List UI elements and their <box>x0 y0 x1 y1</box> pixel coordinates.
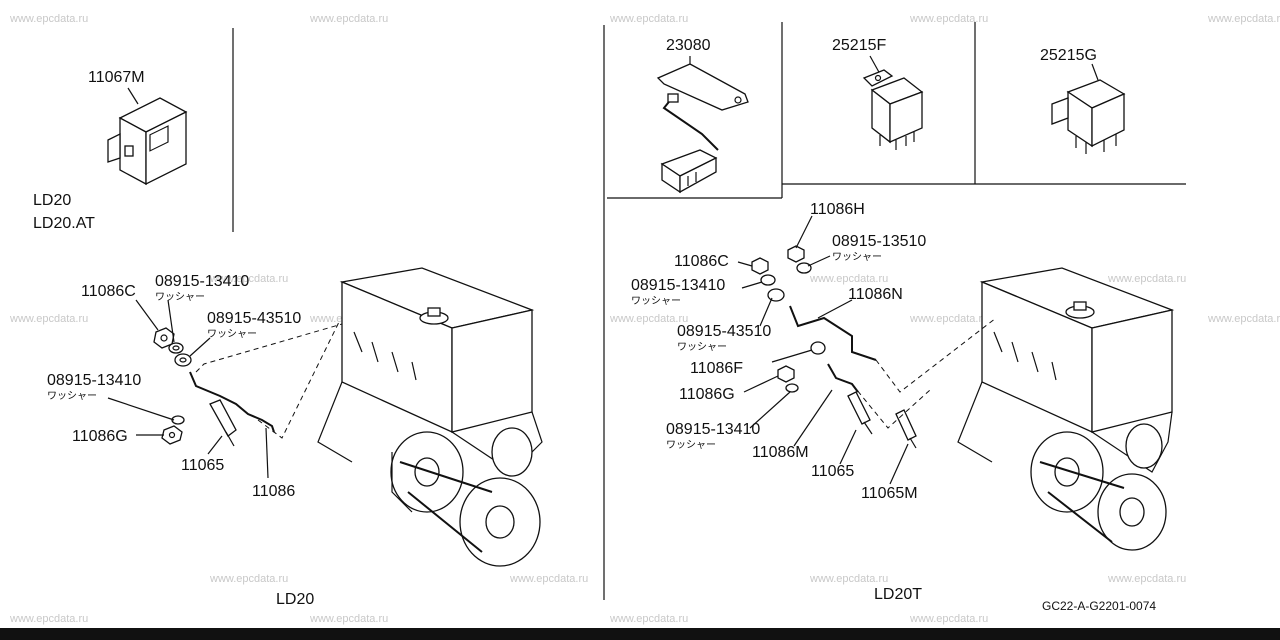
nut-h-icon <box>787 245 805 263</box>
watermark: www.epcdata.ru <box>909 613 988 625</box>
sensor-icon <box>656 63 749 194</box>
label-11086f: 11086F <box>690 360 743 377</box>
part-label-23080: 23080 <box>666 37 711 54</box>
nut-g-icon <box>777 365 795 383</box>
watermark: www.epcdata.ru <box>809 273 888 285</box>
label-11086g: 11086G <box>679 386 735 403</box>
relay-f-panel: 25215F <box>832 37 924 150</box>
label-08915-13410-low: 08915-13410 <box>666 421 760 438</box>
label-11065m: 11065M <box>861 485 918 502</box>
control-module-icon <box>107 97 188 186</box>
label-08915-13510: 08915-13510 <box>832 233 926 250</box>
ld20t-labels: 11086H 08915-13510 ワッシャー 11086C 08915-13… <box>631 201 926 603</box>
applies-ld20: LD20 <box>33 192 71 209</box>
washer-h-icon <box>796 262 812 274</box>
watermark: www.epcdata.ru <box>209 273 288 285</box>
watermark: www.epcdata.ru <box>909 13 988 25</box>
label-11086h: 11086H <box>810 201 865 218</box>
label-washer-jp: ワッシャー <box>832 252 882 263</box>
label-11086c: 11086C <box>674 253 729 270</box>
part-label-11067m: 11067M <box>88 69 145 86</box>
footer-bar <box>0 628 1280 640</box>
label-washer-jp: ワッシャー <box>207 329 257 340</box>
label-08915-13410-top: 08915-13410 <box>155 273 249 290</box>
glow-plug-icon <box>209 399 237 447</box>
diagram-code: GC22-A-G2201-0074 <box>1042 599 1156 613</box>
nut-c-icon <box>751 257 769 275</box>
watermark: www.epcdata.ru <box>1207 313 1280 325</box>
watermark: www.epcdata.ru <box>509 573 588 585</box>
label-08915-13410-top: 08915-13410 <box>631 277 725 294</box>
watermark: www.epcdata.ru <box>1107 273 1186 285</box>
part-label-25215f: 25215F <box>832 37 886 54</box>
washer-mid-icon <box>767 288 785 302</box>
watermark: www.epcdata.ru <box>9 613 88 625</box>
label-11065: 11065 <box>811 463 854 480</box>
washer-low-icon <box>171 415 185 425</box>
washer-mid-icon <box>174 353 192 367</box>
watermark: www.epcdata.ru <box>609 13 688 25</box>
label-washer-jp: ワッシャー <box>666 440 716 451</box>
label-11086g: 11086G <box>72 428 128 445</box>
sensor-panel: 23080 <box>656 37 749 194</box>
label-11086m: 11086M <box>752 444 809 461</box>
watermark: www.epcdata.ru <box>609 613 688 625</box>
label-11086: 11086 <box>252 483 295 500</box>
glow-plug-icon <box>847 391 873 435</box>
label-11086c: 11086C <box>81 283 136 300</box>
label-washer-jp: ワッシャー <box>677 342 727 353</box>
ld20-engine-icon <box>317 267 543 567</box>
label-11065: 11065 <box>181 457 224 474</box>
label-washer-jp: ワッシャー <box>47 391 97 402</box>
relay-g-icon <box>1051 79 1126 154</box>
watermark: www.epcdata.ru <box>309 613 388 625</box>
watermark: www.epcdata.ru <box>209 573 288 585</box>
washer-low-icon <box>785 383 799 393</box>
relay-f-icon <box>862 69 924 150</box>
glow-plug-m-icon <box>895 409 917 449</box>
watermark: www.epcdata.ru <box>1107 573 1186 585</box>
pipe-icon <box>189 371 275 433</box>
pipe-m-icon <box>827 363 859 393</box>
watermark: www.epcdata.ru <box>909 313 988 325</box>
ld20-labels: 11086C 08915-13410 ワッシャー 08915-43510 ワッシ… <box>47 273 314 608</box>
nut-f-icon <box>810 341 826 355</box>
label-08915-43510: 08915-43510 <box>207 310 301 327</box>
watermark: www.epcdata.ru <box>309 13 388 25</box>
pipe-n-icon <box>789 305 877 361</box>
label-08915-43510: 08915-43510 <box>677 323 771 340</box>
watermark: www.epcdata.ru <box>9 13 88 25</box>
frame-lines <box>232 22 1186 600</box>
nut-g-icon <box>161 425 183 445</box>
applies-ld20-at: LD20.AT <box>33 215 95 232</box>
watermark: www.epcdata.ru <box>9 313 88 325</box>
label-washer-jp: ワッシャー <box>155 292 205 303</box>
part-label-25215g: 25215G <box>1040 47 1097 64</box>
caption-ld20: LD20 <box>276 591 314 608</box>
module-panel: 11067M LD20 LD20.AT <box>33 69 188 232</box>
label-11086n: 11086N <box>848 286 903 303</box>
relay-g-panel: 25215G <box>1040 47 1126 154</box>
watermark: www.epcdata.ru <box>809 573 888 585</box>
ld20t-glow-assembly <box>737 215 997 485</box>
watermark: www.epcdata.ru <box>1207 13 1280 25</box>
ld20t-engine-icon <box>957 267 1175 551</box>
watermark: www.epcdata.ru <box>609 313 688 325</box>
washer-top-icon <box>168 342 184 354</box>
caption-ld20t: LD20T <box>874 586 922 603</box>
label-washer-jp: ワッシャー <box>631 296 681 307</box>
washer-c-icon <box>760 274 776 286</box>
watermark-layer: www.epcdata.ru www.epcdata.ru www.epcdat… <box>9 13 1280 625</box>
ld20-glow-assembly <box>107 299 343 479</box>
label-08915-13410-low: 08915-13410 <box>47 372 141 389</box>
